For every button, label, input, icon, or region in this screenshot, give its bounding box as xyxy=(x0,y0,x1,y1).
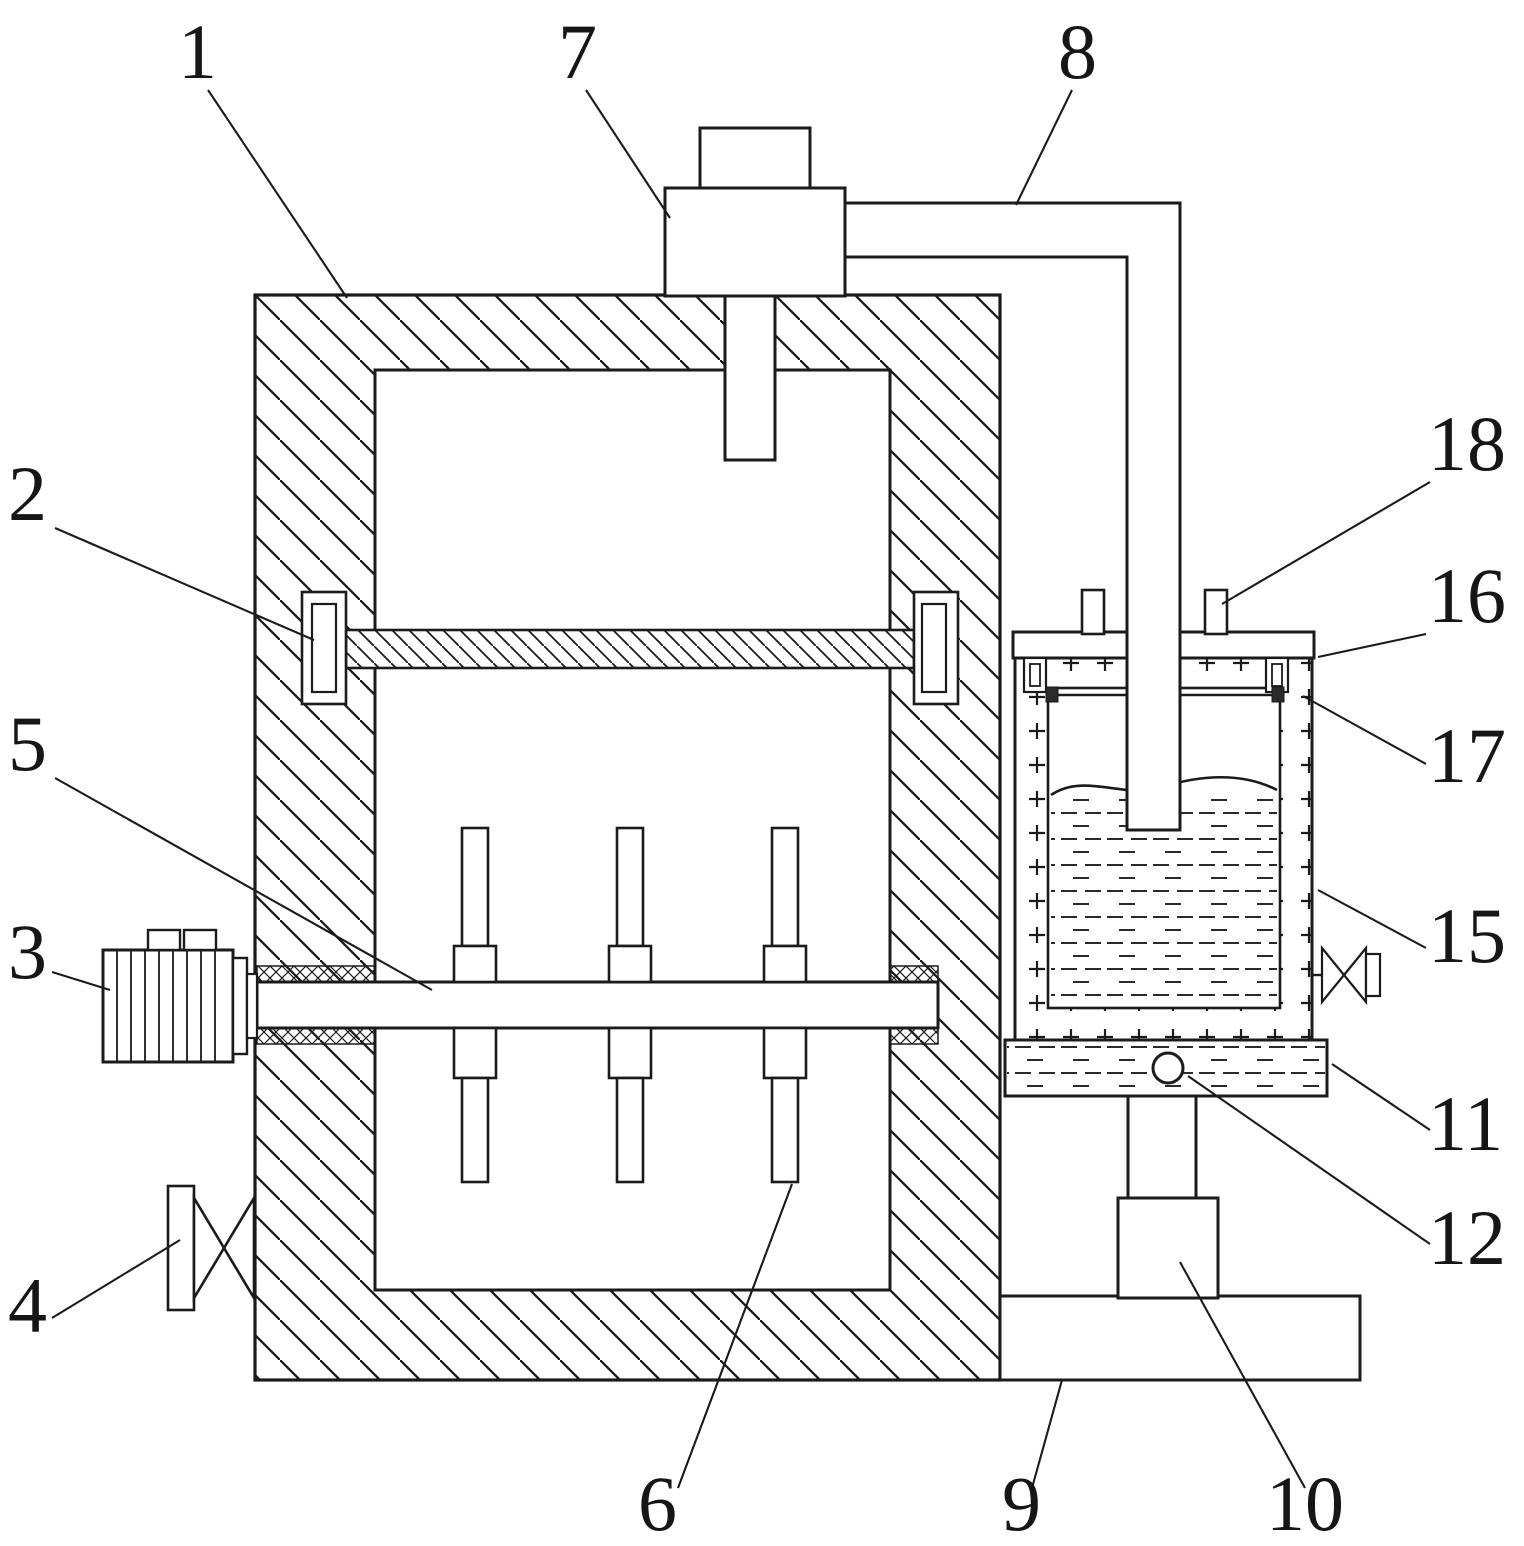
leader-18 xyxy=(1221,481,1431,605)
ref-label-17: 17 xyxy=(1428,712,1506,799)
ref-label-8: 8 xyxy=(1058,8,1097,95)
tank-valve-flange xyxy=(1364,952,1382,998)
motor xyxy=(101,928,259,1064)
motor-terminal-left xyxy=(146,928,182,952)
ref-label-12: 12 xyxy=(1428,1194,1506,1281)
support-block xyxy=(1116,1196,1220,1300)
lid-stub-right xyxy=(1203,588,1229,636)
ref-label-1: 1 xyxy=(178,8,217,95)
upper-shaft-left-cap-inner xyxy=(310,602,338,694)
upper-shaft-bar xyxy=(344,628,916,670)
leader-17 xyxy=(1302,695,1427,765)
leader-11 xyxy=(1331,1063,1431,1131)
stirrer-rod xyxy=(452,826,498,1184)
top-feed-assembly xyxy=(663,126,847,462)
leader-9 xyxy=(1030,1379,1064,1489)
leader-10 xyxy=(1179,1261,1306,1489)
motor-coupling-hub xyxy=(245,972,259,1040)
stirrer-rod xyxy=(607,826,653,1184)
lid-clamp-right-inner xyxy=(1271,663,1283,687)
leader-8 xyxy=(1015,89,1073,206)
ref-label-9: 9 xyxy=(1002,1460,1041,1546)
leader-3 xyxy=(51,970,111,992)
base-plate xyxy=(998,1294,1362,1382)
reference-numerals: 1 7 8 2 5 3 4 6 9 10 18 16 17 15 11 12 xyxy=(8,8,1506,1546)
leader-4 xyxy=(51,1239,181,1319)
ref-label-11: 11 xyxy=(1428,1080,1503,1167)
collection-tray xyxy=(1003,1038,1329,1098)
motor-fins xyxy=(116,950,216,1062)
tank-valve-bowtie-left xyxy=(1320,944,1346,1006)
ref-label-2: 2 xyxy=(8,450,47,537)
motor-terminal-right xyxy=(182,928,218,952)
shaft-sleeve-right-bottom xyxy=(889,1027,939,1045)
lid-seal-block-right xyxy=(1271,686,1285,703)
tank-liquid xyxy=(1051,798,1277,1005)
ref-label-6: 6 xyxy=(638,1460,677,1546)
feed-box-cap xyxy=(698,126,812,190)
upper-shaft-assembly xyxy=(300,590,960,706)
ref-label-4: 4 xyxy=(8,1262,47,1349)
drain-valve-bowtie-left xyxy=(192,1193,226,1303)
ref-label-3: 3 xyxy=(8,908,47,995)
leader-2 xyxy=(54,527,315,641)
ref-label-18: 18 xyxy=(1428,400,1506,487)
leader-6 xyxy=(677,1183,793,1489)
drain-valve xyxy=(166,1184,256,1312)
motor-coupling-flange xyxy=(231,956,249,1056)
lid-clamp-left-inner xyxy=(1029,663,1041,687)
stirring-shaft-assembly xyxy=(255,965,940,1045)
stirring-shaft-bar xyxy=(255,980,940,1030)
ref-label-15: 15 xyxy=(1428,892,1506,979)
ref-label-10: 10 xyxy=(1266,1460,1344,1546)
leader-15 xyxy=(1317,889,1427,949)
leader-12 xyxy=(1187,1075,1431,1245)
leader-1 xyxy=(207,89,348,299)
drain-valve-flange xyxy=(166,1184,196,1312)
tray-drain-port xyxy=(1151,1051,1185,1085)
feed-box xyxy=(663,186,847,298)
motor-body xyxy=(101,948,235,1064)
lid-seal-block-left xyxy=(1045,686,1059,703)
leader-16 xyxy=(1317,632,1427,659)
shaft-sleeve-right-top xyxy=(889,965,939,983)
shaft-sleeve-left-top xyxy=(256,965,376,983)
ref-label-16: 16 xyxy=(1428,552,1506,639)
upper-shaft-right-cap-inner xyxy=(920,602,948,694)
stirrer-rods xyxy=(452,826,808,1184)
transfer-pipe xyxy=(843,201,1182,832)
tank-valve-bowtie-right xyxy=(1342,944,1368,1006)
ref-label-7: 7 xyxy=(558,8,597,95)
inlet-pipe xyxy=(723,294,777,462)
stirrer-rod xyxy=(762,826,808,1184)
leader-lines xyxy=(51,89,1431,1489)
base-and-support xyxy=(998,1094,1362,1382)
shaft-sleeve-left-bottom xyxy=(256,1027,376,1045)
lid-stub-left xyxy=(1080,588,1106,636)
leader-7 xyxy=(585,89,671,219)
ref-label-5: 5 xyxy=(8,700,47,787)
leader-5 xyxy=(54,777,433,991)
support-column xyxy=(1126,1094,1198,1202)
drain-valve-bowtie-right xyxy=(222,1193,256,1303)
side-tank-assembly xyxy=(1011,588,1382,1042)
